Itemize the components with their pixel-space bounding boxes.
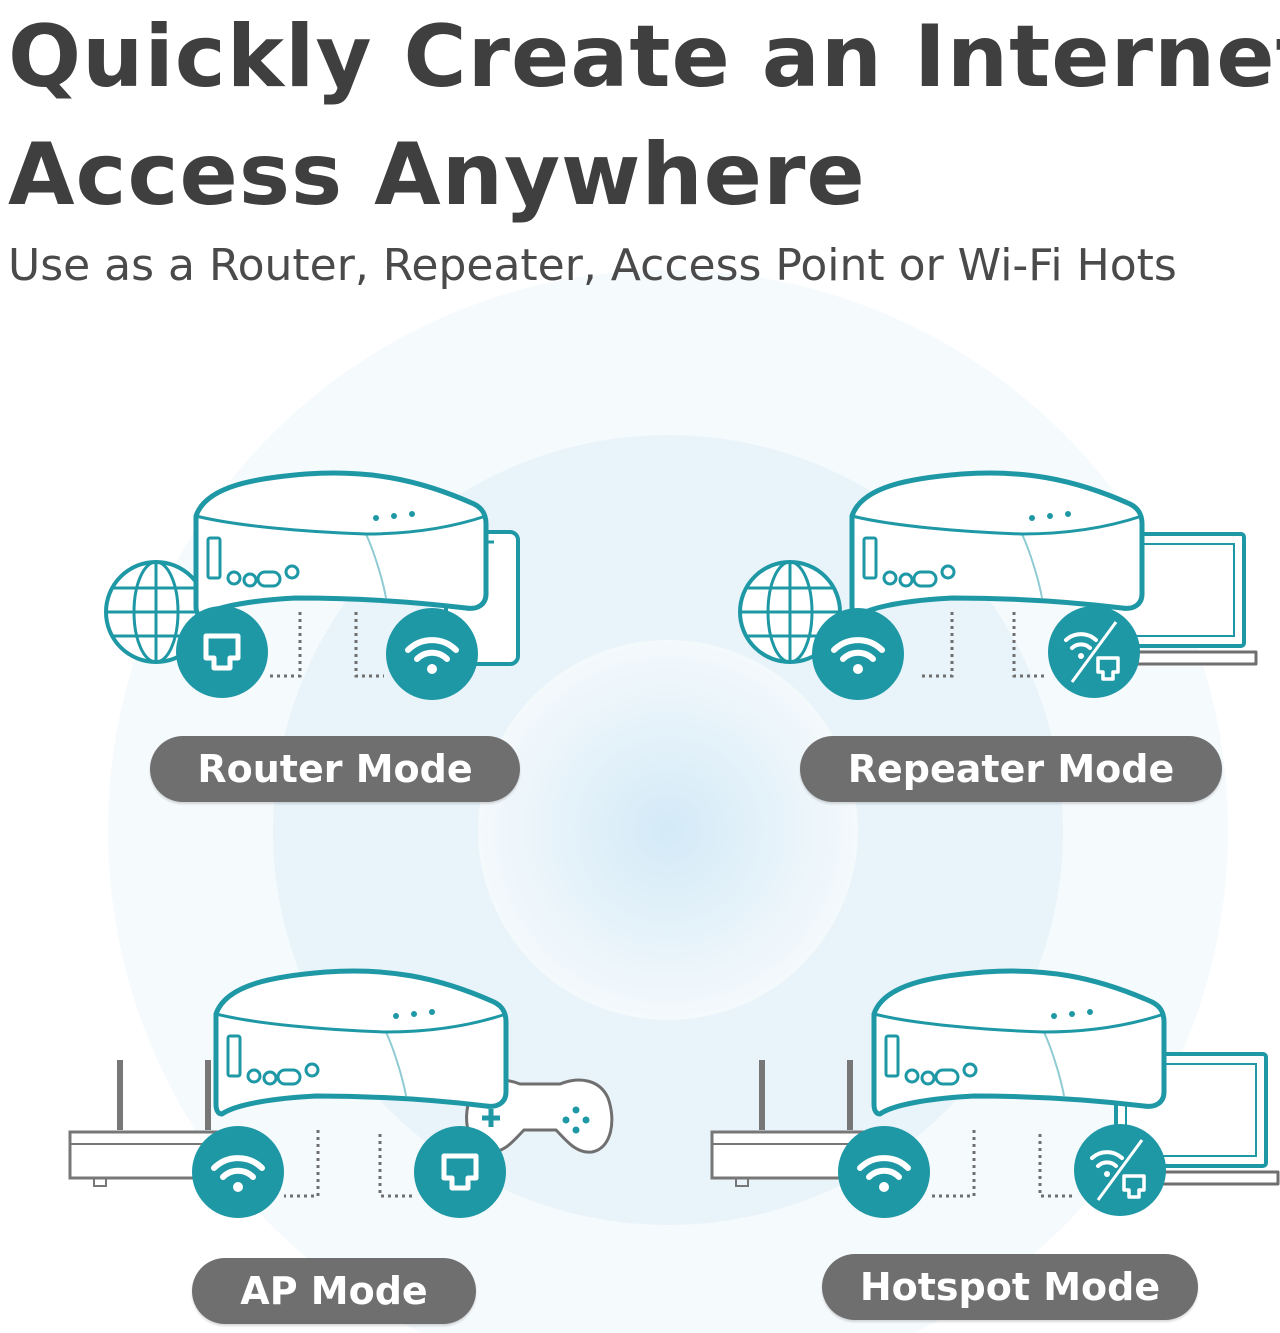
page-title-line-2: Access Anywhere	[8, 125, 866, 225]
wifi-icon	[192, 1126, 284, 1218]
hotspot-mode-label: Hotspot Mode	[822, 1254, 1198, 1320]
router-mode-label: Router Mode	[150, 736, 520, 802]
wifi-icon	[838, 1126, 930, 1218]
router-mode-group	[104, 473, 520, 700]
hotspot-mode-group	[712, 971, 1280, 1218]
ethernet-port-icon	[414, 1126, 506, 1218]
page-subtitle: Use as a Router, Repeater, Access Point …	[8, 240, 1177, 291]
wifi-ethernet-icon	[1046, 604, 1142, 700]
wifi-icon	[386, 608, 478, 700]
wifi-ethernet-icon	[1072, 1122, 1168, 1218]
repeater-mode-label: Repeater Mode	[800, 736, 1222, 802]
ethernet-port-icon	[176, 606, 268, 698]
ap-mode-label: AP Mode	[192, 1258, 476, 1324]
repeater-mode-group	[738, 473, 1258, 700]
ap-mode-group	[70, 971, 614, 1218]
wifi-icon	[812, 608, 904, 700]
page-title-line-1: Quickly Create an Internet	[8, 7, 1280, 107]
